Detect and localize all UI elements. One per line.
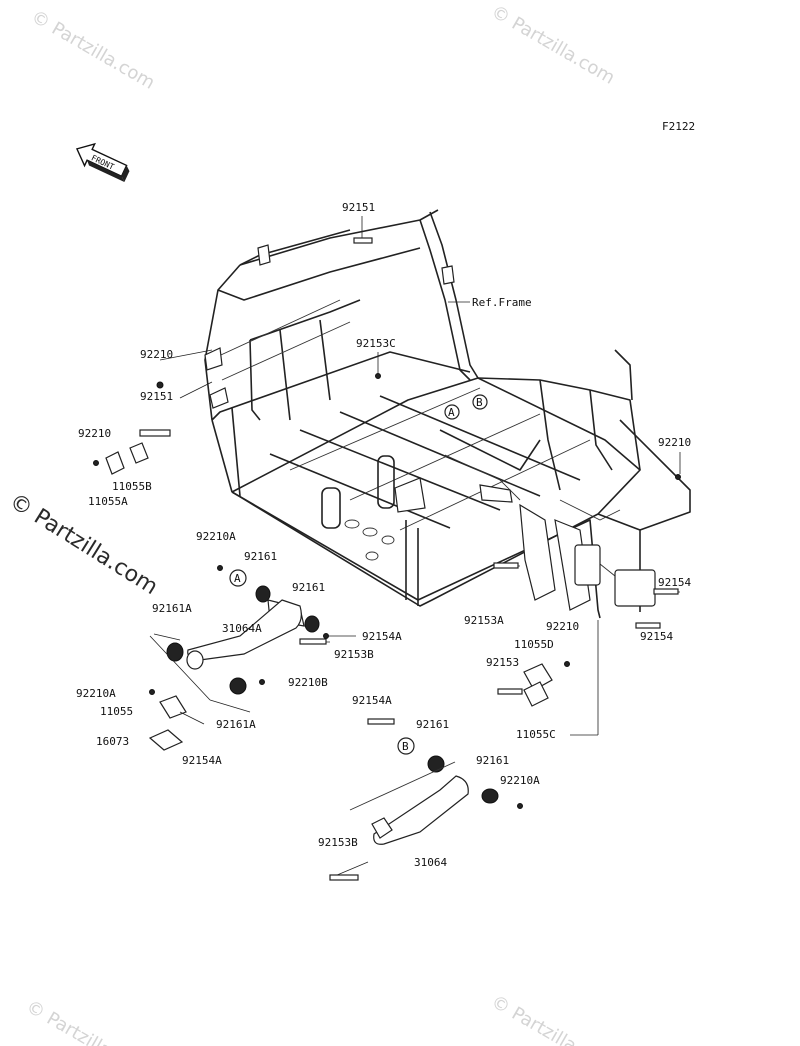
part-label: 92161 <box>416 718 449 731</box>
part-label: 92151 <box>140 390 173 403</box>
part-label: 11055B <box>112 480 152 493</box>
part-label: 92161A <box>216 718 256 731</box>
part-label: 92210B <box>288 676 328 689</box>
part-label: 92161A <box>152 602 192 615</box>
watermark-side: © Partzilla.com <box>5 489 162 600</box>
part-label: 92154A <box>362 630 402 643</box>
part-label: 92210 <box>546 620 579 633</box>
marker-b-label: B <box>476 396 483 409</box>
part-label: 31064A <box>222 622 262 635</box>
watermark-tile: © Partzilla.com <box>488 1 619 89</box>
front-left-mount-group <box>93 216 381 475</box>
part-label: 11055A <box>88 495 128 508</box>
part-label: 92153B <box>318 836 358 849</box>
part-label: 92210 <box>78 427 111 440</box>
part-label: 92154 <box>658 576 691 589</box>
part-label: 31064 <box>414 856 447 869</box>
part-label: 92210A <box>196 530 236 543</box>
marker-a-assembly: A <box>234 572 241 585</box>
front-mount-assembly: A <box>148 565 356 751</box>
part-label: 92210A <box>76 687 116 700</box>
front-arrow-icon: FRONT <box>75 142 130 183</box>
watermark-tile: © Partzilla.com <box>488 991 619 1046</box>
marker-b-frame <box>472 394 488 410</box>
rear-right-mount-group <box>493 452 681 736</box>
marker-a-frame <box>444 404 460 420</box>
part-label: 92154A <box>182 754 222 767</box>
part-label: 92153C <box>356 337 396 350</box>
part-label: 92154 <box>640 630 673 643</box>
marker-b-assembly: B <box>402 740 409 753</box>
watermark-tile: © Partzilla.com <box>28 6 159 94</box>
main-frame: A B <box>204 209 691 619</box>
part-label: 11055D <box>514 638 554 651</box>
ref-frame-label: Ref.Frame <box>472 296 532 309</box>
part-labels: 92151 92153C 92210 92151 92210 11055B 11… <box>76 201 691 869</box>
part-label: 92210A <box>500 774 540 787</box>
part-label: 16073 <box>96 735 129 748</box>
marker-a-label: A <box>448 406 455 419</box>
part-label: 92151 <box>342 201 375 214</box>
watermark-tile: © Partzilla.com <box>23 996 154 1046</box>
part-label: 92210 <box>658 436 691 449</box>
part-label: 92153 <box>486 656 519 669</box>
part-label: 11055 <box>100 705 133 718</box>
part-label: 92153A <box>464 614 504 627</box>
part-label: 92161 <box>244 550 277 563</box>
part-label: 92161 <box>292 581 325 594</box>
part-label: 92153B <box>334 648 374 661</box>
part-label: 92154A <box>352 694 392 707</box>
rear-mount-assembly: B <box>329 718 523 881</box>
part-label: 11055C <box>516 728 556 741</box>
figure-code: F2122 <box>662 120 695 133</box>
part-label: 92210 <box>140 348 173 361</box>
part-label: 92161 <box>476 754 509 767</box>
